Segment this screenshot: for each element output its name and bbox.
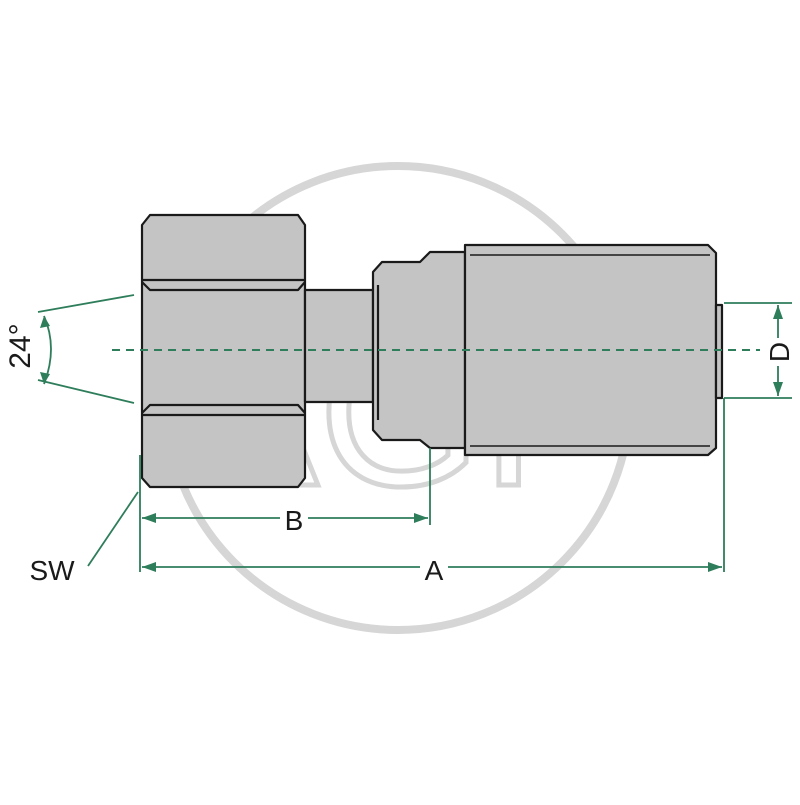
dimension-label-a: A	[425, 555, 444, 586]
sw-leader-line	[87, 491, 139, 567]
fitting-part	[140, 213, 724, 489]
cone-angle-line-bottom	[37, 379, 135, 404]
arrow-d-bottom	[773, 382, 783, 396]
cone-angle-line-top	[37, 294, 135, 313]
angle-arrow-top	[40, 316, 50, 328]
hex-nut-chamfer-bottom	[141, 403, 306, 414]
arrow-d-top	[773, 305, 783, 319]
dimension-label-d: D	[764, 342, 795, 362]
dimension-annotations	[37, 294, 792, 572]
hose-stub	[714, 303, 724, 400]
angle-label: 24°	[4, 323, 37, 368]
arrow-b-right	[414, 513, 428, 523]
hex-nut-chamfer-top	[141, 281, 306, 292]
angle-arrow-bottom	[40, 372, 50, 384]
arrow-a-left	[142, 562, 156, 572]
arrow-a-right	[708, 562, 722, 572]
dimension-labels: 24° B A D SW	[4, 323, 795, 586]
wrench-size-label: SW	[29, 555, 75, 586]
dimension-label-b: B	[285, 505, 304, 536]
fitting-neck	[303, 288, 375, 404]
arrow-b-left	[142, 513, 156, 523]
hex-nut	[140, 213, 307, 489]
